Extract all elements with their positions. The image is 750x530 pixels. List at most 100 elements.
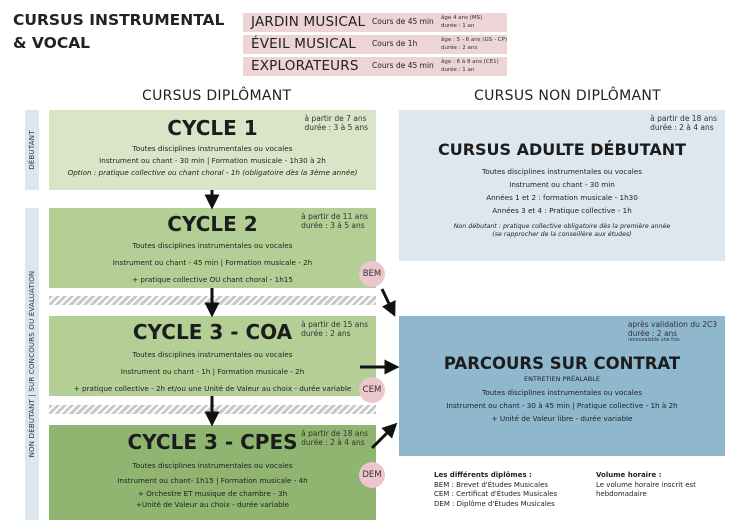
- side-label-non-debutant: NON DÉBUTANT | SUR CONCOURS OU ÉVALUATIO…: [25, 208, 39, 520]
- cursus-adulte-box: CURSUS ADULTE DÉBUTANT à partir de 18 an…: [399, 110, 725, 261]
- parcours-contrat-title: PARCOURS SUR CONTRAT: [443, 354, 681, 373]
- parcours-line: Toutes disciplines instrumentales ou voc…: [482, 388, 642, 397]
- cycle-3-cpes-title: CYCLE 3 - CPES: [127, 430, 298, 454]
- title-line-1: CURSUS INSTRUMENTAL: [13, 11, 225, 29]
- intro-age: âge 4 ans (MS) durée : 1 an: [441, 14, 482, 30]
- cycle-3-cpes-box: CYCLE 3 - CPES à partir de 18 ans durée …: [49, 425, 376, 520]
- parcours-duration: durée : 2 ans: [627, 329, 678, 338]
- parcours-contrat-subtitle: ENTRETIEN PRÉALABLE: [524, 375, 600, 383]
- side-label-debutant: DÉBUTANT: [25, 110, 39, 190]
- legend-volume-text: Le volume horaire inscrit est: [596, 480, 696, 489]
- cycle-age: à partir de 18 ans: [301, 429, 368, 438]
- cycle-3-coa-title: CYCLE 3 - COA: [132, 320, 293, 344]
- cycle-3-cpes-body: Toutes disciplines instrumentales ou voc…: [49, 461, 376, 517]
- cycle-2-title: CYCLE 2: [167, 212, 258, 236]
- intro-age-line: âge 4 ans (MS): [441, 15, 483, 21]
- intro-eveil-musical: ÉVEIL MUSICAL Cours de 1h âge : 5 - 6 an…: [243, 35, 507, 54]
- cycle-2-box: CYCLE 2 à partir de 11 ans durée : 3 à 5…: [49, 208, 376, 288]
- intro-duration-line: durée : 2 ans: [441, 45, 478, 51]
- legend-volume-title: Volume horaire :: [596, 471, 662, 479]
- cursus-line: Instrument ou chant - 30 min: [509, 180, 615, 189]
- intro-age-line: âge : 6 à 8 ans (CE1): [441, 59, 499, 65]
- intro-duration-line: durée : 1 an: [441, 67, 475, 73]
- cycle-line: Instrument ou chant - 45 min | Formation…: [112, 258, 313, 267]
- page-title: CURSUS INSTRUMENTAL & VOCAL: [13, 9, 224, 55]
- parcours-renewal: renouvelable une fois: [627, 338, 680, 343]
- cycle-age: à partir de 7 ans: [304, 114, 367, 123]
- cycle-line: + pratique collective - 2h et/ou une Uni…: [73, 384, 352, 393]
- parcours-contrat-box: après validation du 2C3 durée : 2 ans re…: [399, 316, 725, 456]
- badge-bem: BEM: [359, 261, 385, 287]
- cycle-line: Toutes disciplines instrumentales ou voc…: [132, 144, 293, 153]
- cursus-note: (se rapprocher de la conseillère aux étu…: [492, 231, 632, 238]
- legend-diploma-item: DEM : Diplôme d'Études Musicales: [434, 499, 555, 508]
- intro-explorateurs: EXPLORATEURS Cours de 45 min âge : 6 à 8…: [243, 57, 507, 76]
- parcours-condition: après validation du 2C3: [627, 320, 717, 329]
- cycle-line: +Unité de Valeur au choix - durée variab…: [135, 500, 290, 509]
- cycle-line: Instrument ou chant- 1h15 | Formation mu…: [117, 476, 308, 485]
- cycle-line: Toutes disciplines instrumentales ou voc…: [132, 241, 293, 250]
- cycle-3-coa-meta: à partir de 15 ans durée : 2 ans: [301, 320, 368, 338]
- cycle-duration: durée : 3 à 5 ans: [304, 123, 368, 132]
- cursus-age: à partir de 18 ans: [650, 114, 717, 123]
- cycle-1-box: CYCLE 1 à partir de 7 ans durée : 3 à 5 …: [49, 110, 376, 190]
- arrow-bem-contrat: [380, 288, 396, 317]
- cycle-2-body: Toutes disciplines instrumentales ou voc…: [49, 241, 376, 292]
- column-heading-non-diplomant: CURSUS NON DIPLÔMANT: [474, 88, 661, 104]
- cycle-line: Instrument ou chant - 30 min | Formation…: [99, 156, 326, 165]
- parcours-contrat-meta: après validation du 2C3 durée : 2 ans re…: [628, 320, 717, 344]
- legend-volume-text: hebdomadaire: [596, 490, 647, 498]
- legend-volume: Volume horaire : Le volume horaire inscr…: [596, 471, 696, 500]
- cycle-age: à partir de 15 ans: [301, 320, 368, 329]
- parcours-line: + Unité de Valeur libre - durée variable: [491, 414, 633, 423]
- intro-age: âge : 5 - 6 ans (GS - CP) durée : 2 ans: [441, 36, 507, 52]
- intro-name: ÉVEIL MUSICAL: [251, 36, 356, 52]
- title-line-2: & VOCAL: [13, 34, 91, 52]
- badge-cem: CEM: [359, 377, 385, 403]
- arrow-dem-contrat: [370, 422, 398, 450]
- intro-duration: Cours de 45 min: [372, 17, 434, 26]
- cursus-adulte-meta: à partir de 18 ans durée : 2 à 4 ans: [650, 114, 717, 132]
- cycle-duration: durée : 2 à 4 ans: [301, 438, 365, 447]
- column-heading-diplomant: CURSUS DIPLÔMANT: [142, 88, 292, 104]
- cycle-duration: durée : 2 ans: [301, 329, 351, 338]
- intro-duration: Cours de 45 min: [372, 61, 434, 70]
- intro-age: âge : 6 à 8 ans (CE1) durée : 1 an: [441, 58, 499, 74]
- cursus-duration: durée : 2 à 4 ans: [650, 123, 714, 132]
- parcours-line: Instrument ou chant - 30 à 45 min | Prat…: [446, 401, 678, 410]
- cycle-line: Toutes disciplines instrumentales ou voc…: [132, 461, 293, 470]
- cursus-line: Toutes disciplines instrumentales ou voc…: [482, 167, 642, 176]
- cycle-line: Option : pratique collective ou chant ch…: [67, 168, 358, 177]
- cycle-line: + Orchestre ET musique de chambre - 3h: [137, 489, 288, 498]
- intro-name: EXPLORATEURS: [251, 58, 359, 74]
- legend-diplomas: Les différents diplômes : BEM : Brevet d…: [434, 471, 557, 509]
- intro-name: JARDIN MUSICAL: [251, 14, 366, 30]
- cursus-line: Années 3 et 4 : Pratique collective - 1h: [492, 206, 632, 215]
- cursus-adulte-title: CURSUS ADULTE DÉBUTANT: [437, 140, 687, 159]
- cycle-line: + pratique collective OU chant choral - …: [132, 275, 293, 284]
- cycle-line: Toutes disciplines instrumentales ou voc…: [132, 350, 293, 359]
- cycle-3-coa-box: CYCLE 3 - COA à partir de 15 ans durée :…: [49, 316, 376, 396]
- cycle-3-coa-body: Toutes disciplines instrumentales ou voc…: [49, 350, 376, 401]
- cycle-line: Instrument ou chant - 1h | Formation mus…: [120, 367, 305, 376]
- intro-jardin-musical: JARDIN MUSICAL Cours de 45 min âge 4 ans…: [243, 13, 507, 32]
- intro-age-line: âge : 5 - 6 ans (GS - CP): [441, 37, 507, 43]
- legend-diploma-item: CEM : Certificat d'Études Musicales: [434, 490, 558, 498]
- cycle-age: à partir de 11 ans: [301, 212, 368, 221]
- parcours-contrat-body: Toutes disciplines instrumentales ou voc…: [399, 388, 725, 431]
- cursus-line: Années 1 et 2 : formation musicale - 1h3…: [486, 193, 638, 202]
- cycle-1-meta: à partir de 7 ans durée : 3 à 5 ans: [304, 114, 368, 132]
- cursus-adulte-body: Toutes disciplines instrumentales ou voc…: [399, 167, 725, 239]
- intro-duration: Cours de 1h: [372, 39, 418, 48]
- cycle-1-title: CYCLE 1: [167, 116, 258, 140]
- legend-diplomas-title: Les différents diplômes :: [434, 471, 532, 479]
- cycle-2-meta: à partir de 11 ans durée : 3 à 5 ans: [301, 212, 368, 230]
- cycle-3-cpes-meta: à partir de 18 ans durée : 2 à 4 ans: [301, 429, 368, 447]
- cycle-1-body: Toutes disciplines instrumentales ou voc…: [49, 144, 376, 185]
- cursus-note: Non débutant : pratique collective oblig…: [453, 223, 671, 230]
- cycle-duration: durée : 3 à 5 ans: [301, 221, 365, 230]
- badge-dem: DEM: [359, 462, 385, 488]
- legend-diploma-item: BEM : Brevet d'Études Musicales: [434, 480, 549, 489]
- intro-duration-line: durée : 1 an: [441, 23, 475, 29]
